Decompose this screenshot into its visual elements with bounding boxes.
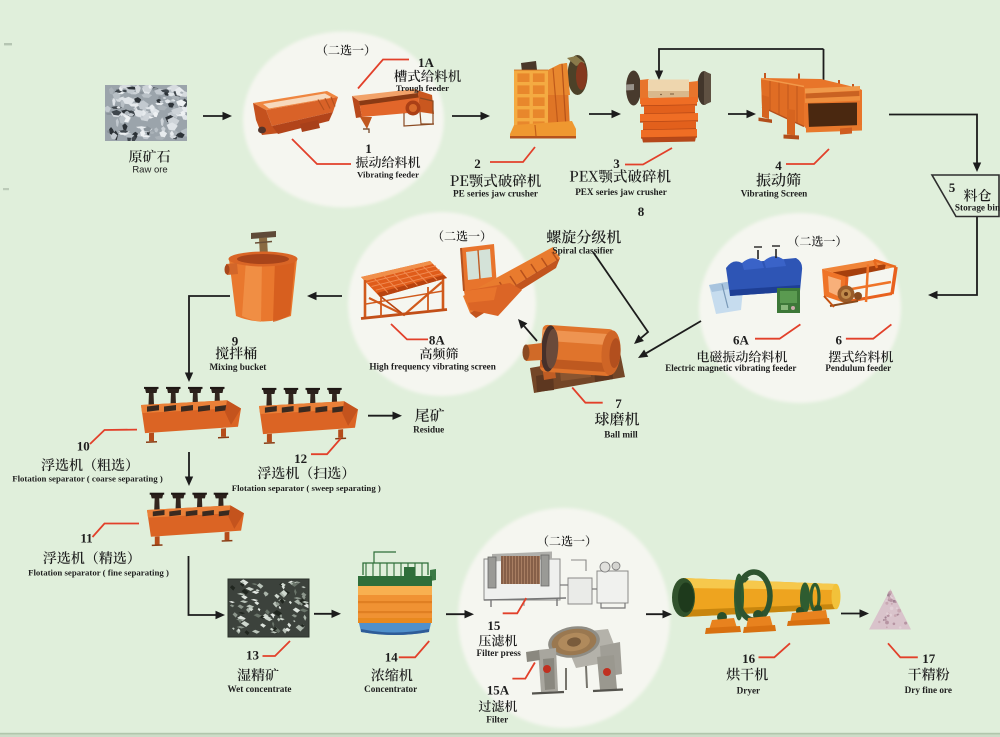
svg-text:High frequency vibrating scree: High frequency vibrating screen <box>369 362 496 372</box>
svg-text:17: 17 <box>922 651 936 666</box>
svg-text:15A: 15A <box>487 682 510 697</box>
svg-text:16: 16 <box>742 651 756 666</box>
svg-text:Flotation separator ( sweep se: Flotation separator ( sweep separating ) <box>232 483 381 493</box>
svg-text:Electric magnetic vibrating fe: Electric magnetic vibrating feeder <box>665 363 796 373</box>
svg-text:PEX series jaw crusher: PEX series jaw crusher <box>575 187 667 197</box>
svg-text:Storage bin: Storage bin <box>955 203 1000 213</box>
svg-text:Flotation separator ( fine sep: Flotation separator ( fine separating ) <box>28 568 169 578</box>
svg-text:9: 9 <box>232 334 239 349</box>
svg-text:12: 12 <box>294 451 307 466</box>
svg-text:Dryer: Dryer <box>737 686 760 696</box>
svg-text:Filter press: Filter press <box>477 648 522 658</box>
svg-text:Pendulum feeder: Pendulum feeder <box>825 363 891 373</box>
svg-text:1: 1 <box>365 141 372 156</box>
svg-text:Vibrating Screen: Vibrating Screen <box>741 189 808 199</box>
svg-text:Wet concentrate: Wet concentrate <box>227 684 291 694</box>
svg-text:Vibrating feeder: Vibrating feeder <box>357 170 419 180</box>
svg-text:10: 10 <box>77 439 90 454</box>
svg-text:4: 4 <box>775 158 782 173</box>
svg-text:Residue: Residue <box>413 424 444 434</box>
svg-text:14: 14 <box>385 650 399 665</box>
svg-text:Trough feeder: Trough feeder <box>396 83 449 93</box>
svg-text:8: 8 <box>638 204 645 219</box>
svg-text:11: 11 <box>80 531 92 546</box>
svg-text:15: 15 <box>487 618 501 633</box>
svg-text:Filter: Filter <box>486 715 508 725</box>
svg-text:Ball mill: Ball mill <box>604 430 638 440</box>
svg-text:Dry fine ore: Dry fine ore <box>905 685 952 695</box>
svg-text:Concentrator: Concentrator <box>364 684 417 694</box>
svg-text:1A: 1A <box>418 55 435 70</box>
svg-text:5: 5 <box>949 180 956 195</box>
svg-text:13: 13 <box>246 648 260 663</box>
svg-text:2: 2 <box>474 156 481 171</box>
svg-text:8A: 8A <box>429 333 446 348</box>
svg-text:Spiral classifier: Spiral classifier <box>553 246 614 256</box>
svg-text:Raw ore: Raw ore <box>132 165 167 176</box>
svg-text:7: 7 <box>615 396 622 411</box>
svg-text:PE series jaw crusher: PE series jaw crusher <box>453 189 538 199</box>
svg-text:6A: 6A <box>733 333 750 348</box>
svg-text:3: 3 <box>613 156 620 171</box>
svg-text:Mixing bucket: Mixing bucket <box>209 362 267 372</box>
svg-text:Flotation separator ( coarse s: Flotation separator ( coarse separating … <box>12 473 163 483</box>
svg-text:6: 6 <box>836 333 843 348</box>
